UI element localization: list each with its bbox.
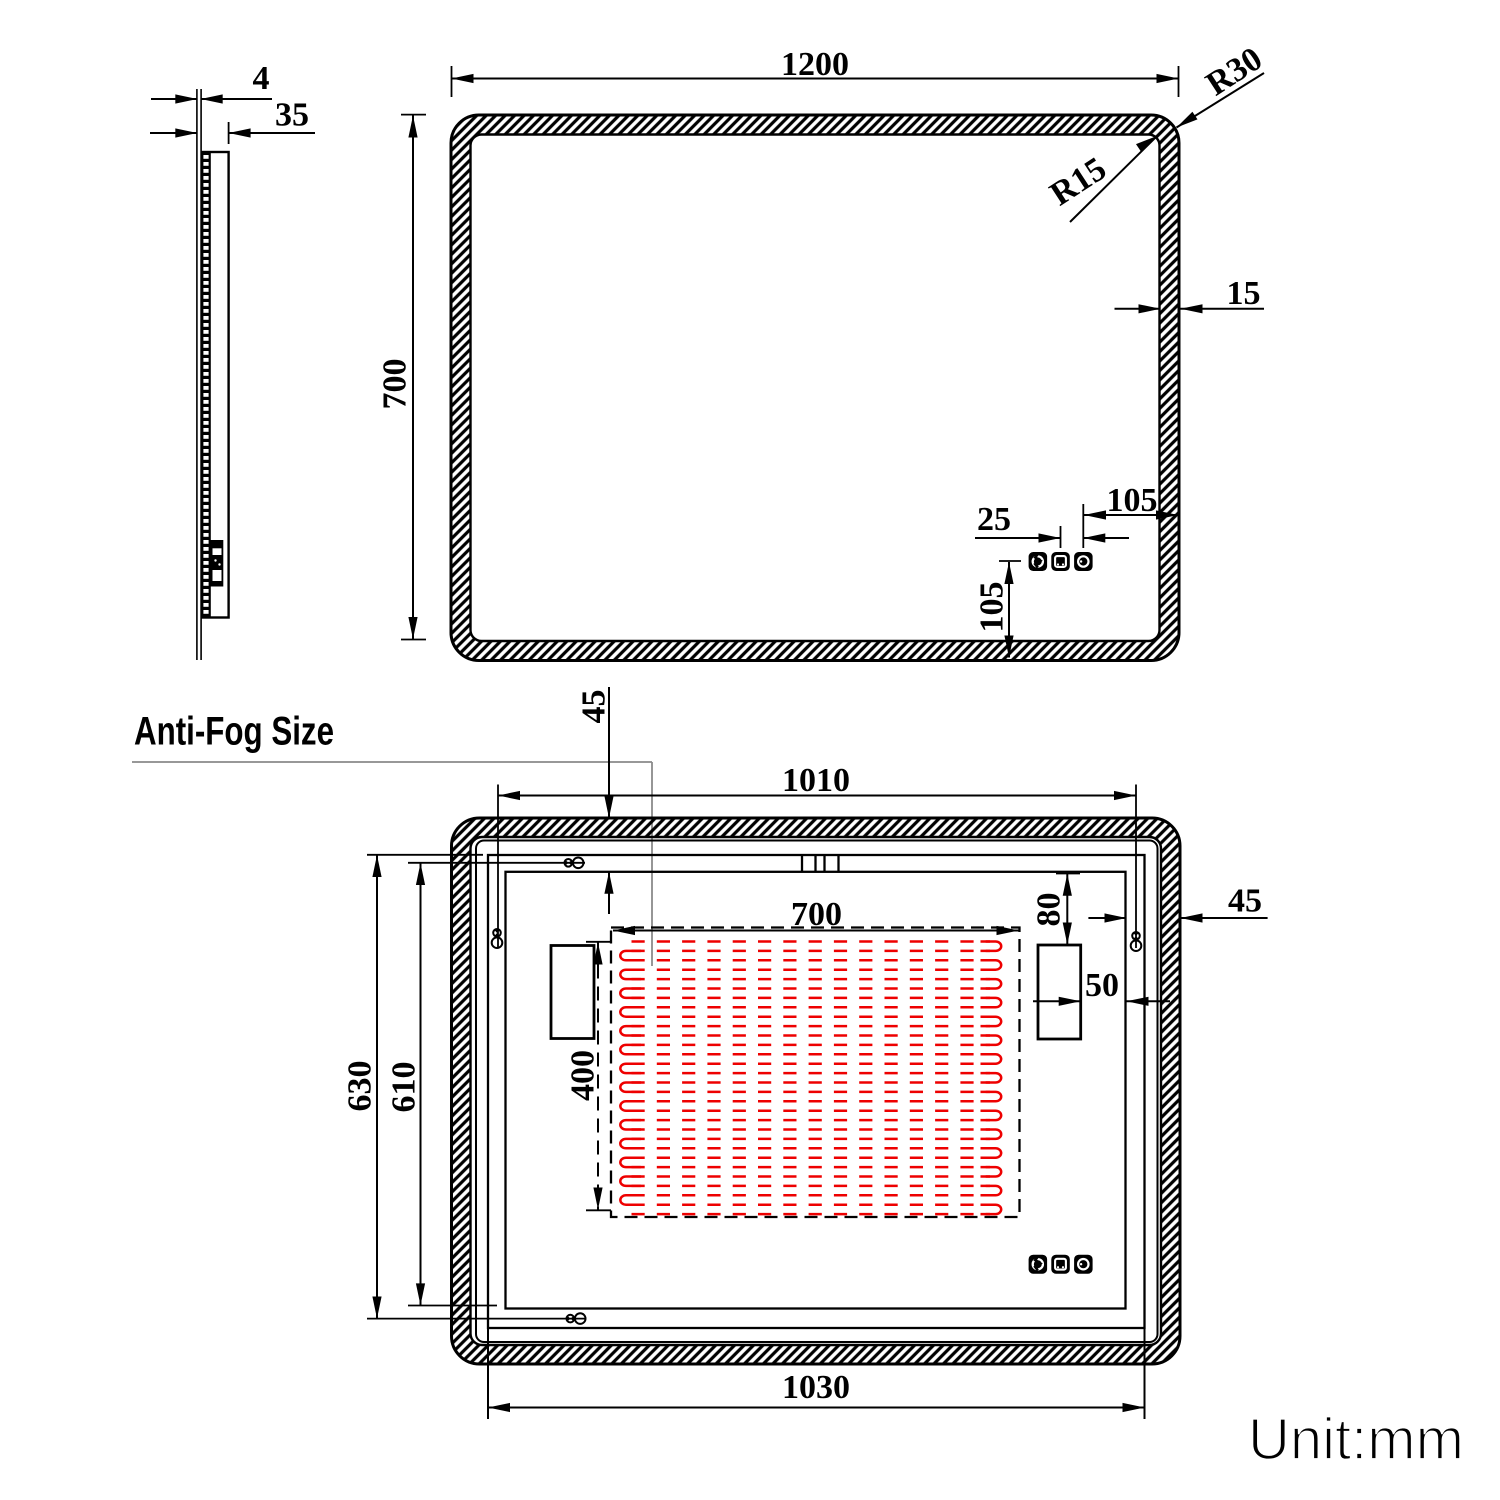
svg-text:1010: 1010 xyxy=(782,762,850,799)
svg-text:80: 80 xyxy=(1031,893,1068,927)
svg-text:1030: 1030 xyxy=(782,1369,850,1406)
svg-text:Unit:mm: Unit:mm xyxy=(1248,1407,1464,1472)
svg-text:1200: 1200 xyxy=(781,46,849,83)
svg-text:15: 15 xyxy=(1227,275,1261,312)
svg-text:105: 105 xyxy=(974,582,1011,633)
svg-text:4: 4 xyxy=(253,60,270,97)
svg-text:400: 400 xyxy=(565,1050,602,1101)
svg-text:610: 610 xyxy=(386,1062,423,1113)
svg-text:700: 700 xyxy=(791,896,842,933)
svg-text:R15: R15 xyxy=(1044,150,1113,213)
svg-text:50: 50 xyxy=(1085,967,1119,1004)
svg-text:35: 35 xyxy=(275,97,309,134)
svg-text:630: 630 xyxy=(342,1061,379,1112)
svg-text:25: 25 xyxy=(977,501,1011,538)
svg-text:700: 700 xyxy=(377,359,414,410)
svg-text:105: 105 xyxy=(1107,482,1158,519)
svg-text:Anti-Fog Size: Anti-Fog Size xyxy=(134,710,334,754)
svg-text:45: 45 xyxy=(576,690,613,724)
svg-text:R30: R30 xyxy=(1200,40,1269,103)
svg-text:45: 45 xyxy=(1228,883,1262,920)
